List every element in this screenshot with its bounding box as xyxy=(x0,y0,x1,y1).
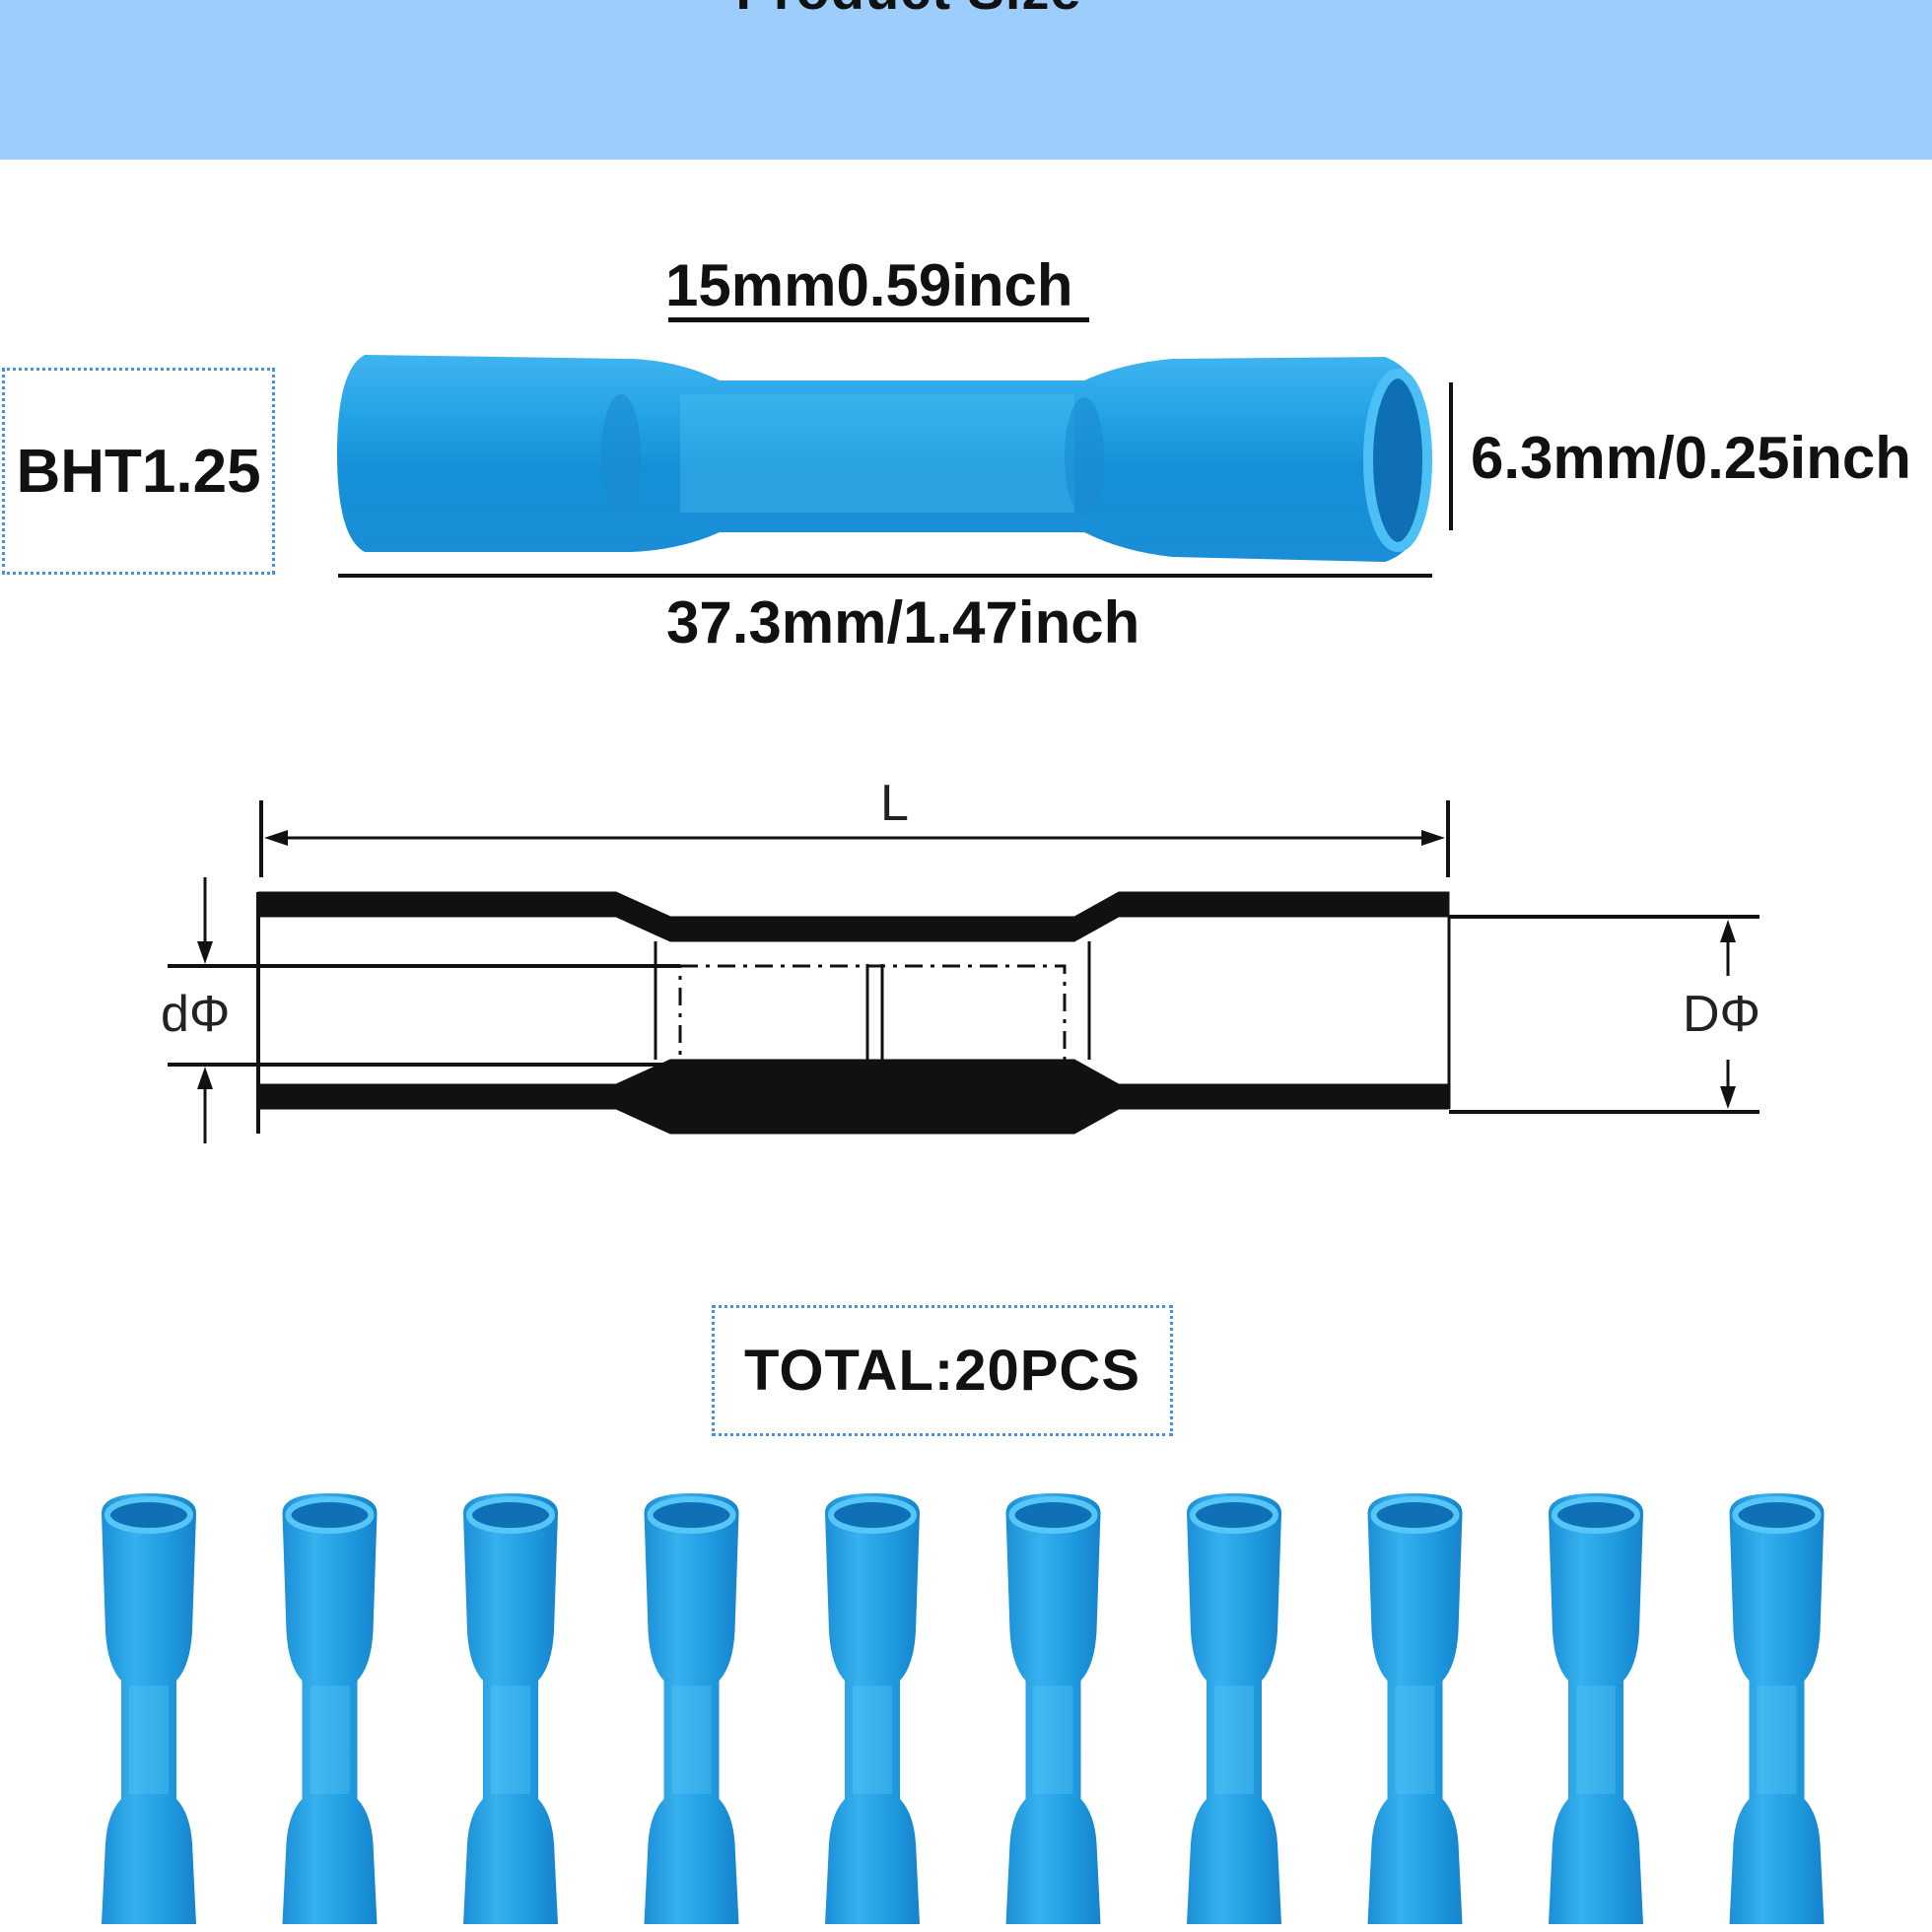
outer-diameter-label: 6.3mm/0.25inch xyxy=(1471,425,1911,491)
connector-item xyxy=(644,1493,739,1924)
crimp-length-underline xyxy=(668,317,1089,322)
page-title: Product Size xyxy=(735,0,1081,22)
connector-item xyxy=(1187,1493,1281,1924)
diameter-marker-line xyxy=(1449,382,1453,530)
connector-item xyxy=(282,1493,378,1924)
connector-item xyxy=(102,1493,196,1924)
outer-diameter-symbol: DΦ xyxy=(1683,986,1761,1043)
connector-photo xyxy=(337,355,1432,562)
connector-item xyxy=(1367,1493,1463,1924)
model-badge: BHT1.25 xyxy=(2,368,275,575)
header-band xyxy=(0,0,1932,160)
length-symbol: L xyxy=(880,775,909,832)
connector-row xyxy=(102,1493,1825,1924)
inner-diameter-symbol: dΦ xyxy=(161,986,231,1043)
total-badge: TOTAL:20PCS xyxy=(712,1305,1173,1436)
total-length-label: 37.3mm/1.47inch xyxy=(666,589,1140,656)
total-quantity-label: TOTAL:20PCS xyxy=(743,1339,1141,1403)
connector-item xyxy=(1005,1493,1101,1924)
connector-opening xyxy=(1363,369,1432,552)
crimp-length-label: 15mm0.59inch xyxy=(665,252,1073,318)
connector-item xyxy=(825,1493,920,1924)
connector-item xyxy=(1729,1493,1825,1924)
header: Product Size xyxy=(0,0,1932,160)
model-label: BHT1.25 xyxy=(16,437,261,506)
connector-item xyxy=(1549,1493,1643,1924)
total-length-line xyxy=(338,574,1432,578)
technical-drawing xyxy=(168,800,1760,1143)
connector-item xyxy=(463,1493,558,1924)
